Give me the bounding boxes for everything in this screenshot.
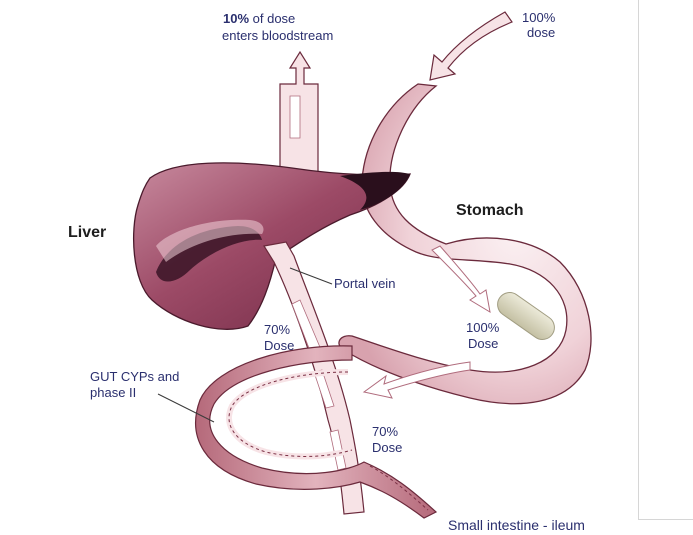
bloodstream-label-line2: enters bloodstream	[222, 28, 333, 43]
gut-cyps-label-line2: phase II	[90, 385, 136, 400]
stomach-label: Stomach	[456, 203, 524, 218]
vein-dose-label-line2: Dose	[264, 338, 294, 353]
bloodstream-arrow	[280, 52, 318, 178]
stomach-organ	[339, 84, 591, 404]
incoming-dose-label-line1: 100%	[522, 10, 555, 25]
bloodstream-label-line1: 10% of dose	[223, 11, 295, 26]
gut-cyps-label-line1: GUT CYPs and	[90, 369, 179, 384]
stomach-dose-label-line1: 100%	[466, 320, 499, 335]
liver-label: Liver	[68, 225, 106, 240]
vein-dose-label-line1: 70%	[264, 322, 290, 337]
pill	[493, 288, 559, 344]
small-intestine-label: Small intestine - ileum	[448, 518, 585, 533]
portal-vein-label: Portal vein	[334, 276, 395, 291]
incoming-dose-label-line2: dose	[527, 25, 555, 40]
bloodstream-of-dose: of dose	[249, 11, 295, 26]
stomach-dose-label-line2: Dose	[468, 336, 498, 351]
incoming-dose-arrow	[430, 12, 512, 80]
bloodstream-percent: 10%	[223, 11, 249, 26]
intestine-dose-label-line2: Dose	[372, 440, 402, 455]
intestine-dose-label-line1: 70%	[372, 424, 398, 439]
